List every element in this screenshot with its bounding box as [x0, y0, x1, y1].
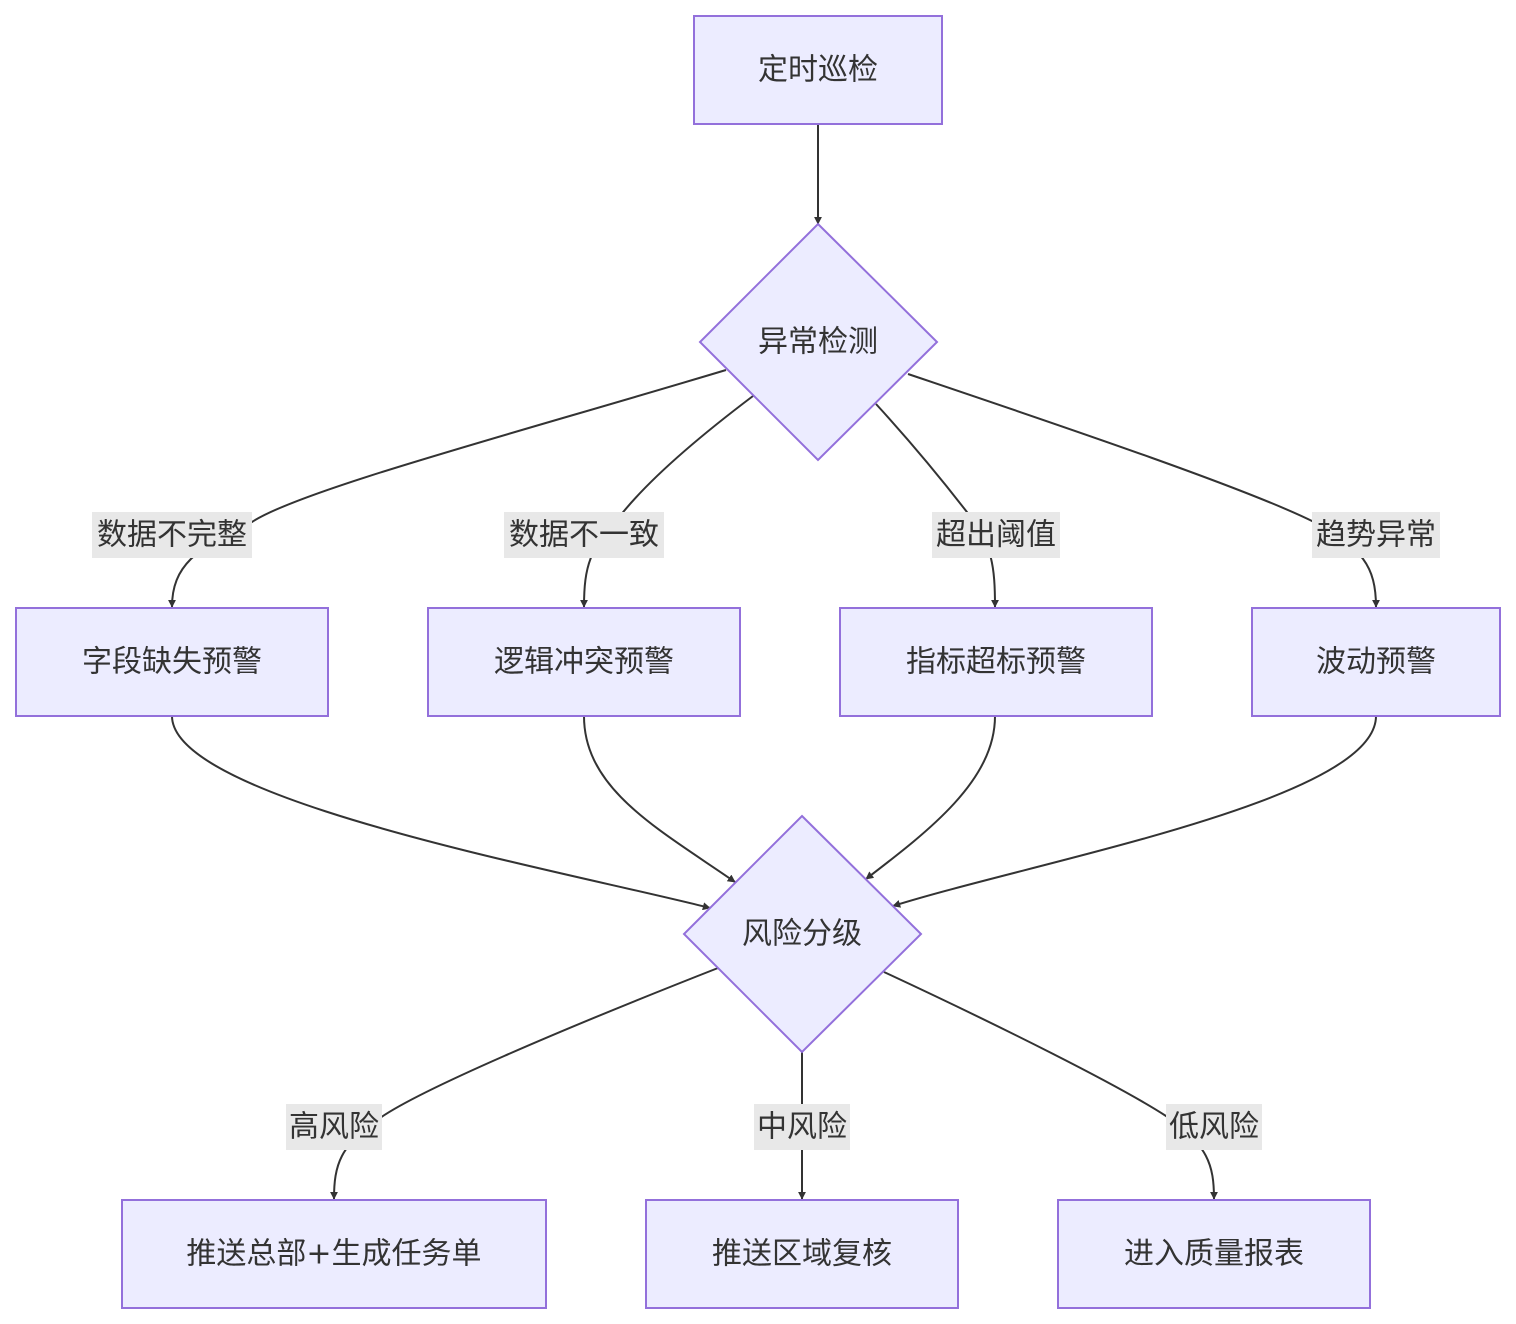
edge-detect-to-fluctuation	[907, 373, 1380, 608]
node-push-hq-label: 推送总部+生成任务单	[186, 1237, 481, 1272]
node-push-hq: 推送总部+生成任务单	[121, 1199, 547, 1309]
node-conflict: 逻辑冲突预警	[427, 607, 741, 717]
edge-fluctuation-to-grading	[892, 715, 1377, 908]
node-exceed: 指标超标预警	[839, 607, 1153, 717]
edge-detect-to-missing	[168, 369, 727, 608]
node-push-region-label: 推送区域复核	[712, 1237, 892, 1272]
node-report-label: 进入质量报表	[1124, 1237, 1304, 1272]
edge-label-mid-risk: 中风险	[757, 1110, 847, 1145]
edge-detect-to-conflict	[580, 395, 754, 608]
node-fluctuation-label: 波动预警	[1316, 645, 1436, 680]
edge-conflict-to-grading	[583, 715, 736, 883]
edge-detect-to-exceed	[875, 403, 999, 608]
edge-exceed-to-grading	[865, 715, 996, 880]
node-missing: 字段缺失预警	[15, 607, 329, 717]
edge-label-high-risk: 高风险	[289, 1110, 379, 1145]
node-exceed-label: 指标超标预警	[906, 645, 1086, 680]
node-start-label: 定时巡检	[758, 53, 878, 88]
edges	[168, 124, 1380, 1200]
node-fluctuation: 波动预警	[1251, 607, 1501, 717]
edge-grading-to-push-hq	[330, 967, 719, 1200]
edge-label-low-risk: 低风险	[1169, 1110, 1259, 1145]
node-missing-label: 字段缺失预警	[82, 645, 262, 680]
edge-grading-to-report	[883, 971, 1218, 1200]
nodes: 定时巡检 异常检测 字段缺失预警 逻辑冲突预警 指标超标预警 波动预警 风险分级	[15, 15, 1501, 1309]
edge-label-trend-anomaly: 趋势异常	[1316, 518, 1436, 553]
edge-labels: 数据不完整 数据不一致 超出阈值 趋势异常 高风险 中风险 低风险	[92, 512, 1440, 1150]
edge-label-over-threshold: 超出阈值	[936, 518, 1056, 553]
node-detect-label: 异常检测	[758, 325, 878, 360]
edge-label-incomplete: 数据不完整	[97, 518, 247, 553]
node-grading: 风险分级	[682, 814, 923, 1054]
edge-missing-to-grading	[171, 715, 711, 911]
node-conflict-label: 逻辑冲突预警	[494, 645, 674, 680]
node-start: 定时巡检	[693, 15, 943, 125]
node-push-region: 推送区域复核	[645, 1199, 959, 1309]
edge-label-inconsistent: 数据不一致	[509, 518, 659, 553]
node-report: 进入质量报表	[1057, 1199, 1371, 1309]
node-grading-label: 风险分级	[742, 917, 862, 952]
node-detect: 异常检测	[698, 222, 939, 462]
